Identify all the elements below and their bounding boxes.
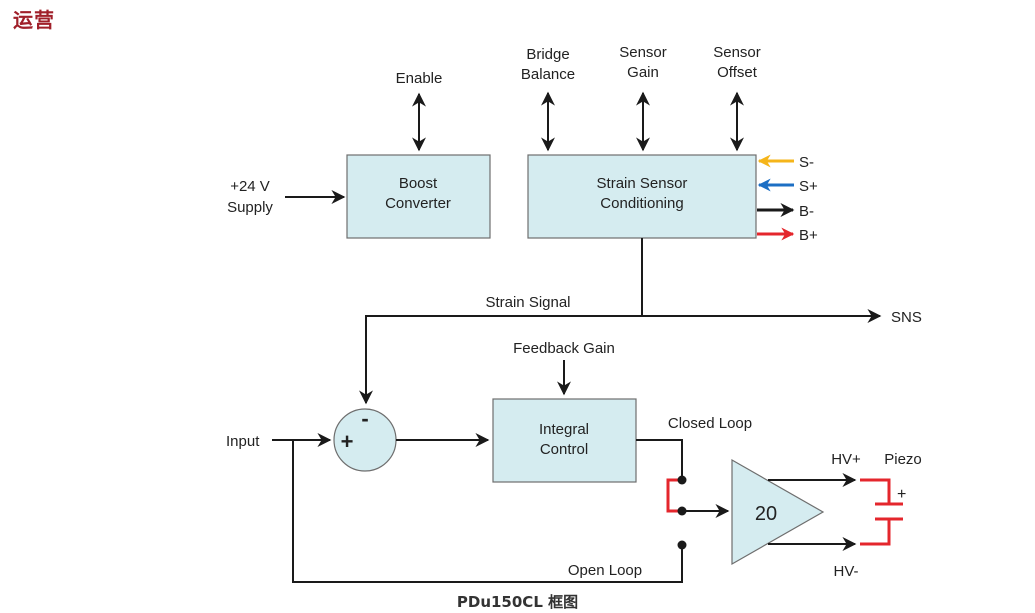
summing-junction: + - bbox=[333, 406, 397, 472]
open-loop-label: Open Loop bbox=[568, 562, 642, 579]
sns-label: SNS bbox=[891, 309, 922, 326]
amplifier-triangle: 20 bbox=[731, 458, 825, 566]
figure-caption: PDu150CL 框图 bbox=[456, 593, 579, 611]
open-loop-wire bbox=[292, 440, 683, 583]
amplifier-gain: 20 bbox=[755, 503, 777, 525]
sensor-gain-label-line1: Sensor bbox=[619, 44, 667, 61]
sensor-offset-label-line1: Sensor bbox=[713, 44, 761, 61]
closed-loop-label: Closed Loop bbox=[668, 415, 752, 432]
closed-loop-wire bbox=[636, 439, 683, 480]
piezo-label: Piezo bbox=[884, 451, 922, 468]
supply-label-line2: Supply bbox=[227, 199, 273, 216]
boost-label-line1: Boost bbox=[399, 175, 438, 192]
sensor-offset-label-line2: Offset bbox=[717, 64, 758, 81]
integral-label-line1: Integral bbox=[539, 421, 589, 438]
loop-selector-switch[interactable] bbox=[666, 475, 687, 550]
switch-jumper bbox=[666, 478, 682, 513]
boost-label-line2: Converter bbox=[385, 195, 451, 212]
boost-converter-block: Boost Converter bbox=[346, 154, 491, 239]
s-plus-label: S+ bbox=[799, 178, 818, 195]
feedback-gain-label: Feedback Gain bbox=[513, 340, 615, 357]
s-minus-label: S- bbox=[799, 154, 814, 171]
b-minus-label: B- bbox=[799, 203, 814, 220]
piezo-plus-label: + bbox=[897, 486, 906, 503]
integral-control-block: Integral Control bbox=[492, 398, 637, 483]
strain-sensor-conditioning-block: Strain Sensor Conditioning bbox=[527, 154, 757, 239]
enable-label: Enable bbox=[396, 70, 443, 87]
hv-minus-label: HV- bbox=[833, 563, 858, 580]
strain-label-line1: Strain Sensor bbox=[597, 175, 688, 192]
hv-plus-label: HV+ bbox=[831, 451, 861, 468]
sensor-gain-label-line2: Gain bbox=[627, 64, 659, 81]
open-loop-contact bbox=[677, 540, 687, 550]
input-label: Input bbox=[226, 433, 260, 450]
bridge-balance-label-line1: Bridge bbox=[526, 46, 569, 63]
strain-signal-label: Strain Signal bbox=[485, 294, 570, 311]
integral-label-line2: Control bbox=[540, 441, 588, 458]
summer-plus: + bbox=[341, 429, 354, 454]
b-plus-label: B+ bbox=[799, 227, 818, 244]
bridge-balance-label-line2: Balance bbox=[521, 66, 575, 83]
supply-input: +24 V Supply bbox=[227, 178, 346, 216]
section-heading: 运营 bbox=[13, 8, 55, 32]
supply-label-line1: +24 V bbox=[230, 178, 270, 195]
summer-minus: - bbox=[361, 406, 368, 431]
strain-label-line2: Conditioning bbox=[600, 195, 683, 212]
piezo-capacitor-icon bbox=[860, 478, 903, 546]
closed-loop-contact bbox=[677, 475, 687, 485]
